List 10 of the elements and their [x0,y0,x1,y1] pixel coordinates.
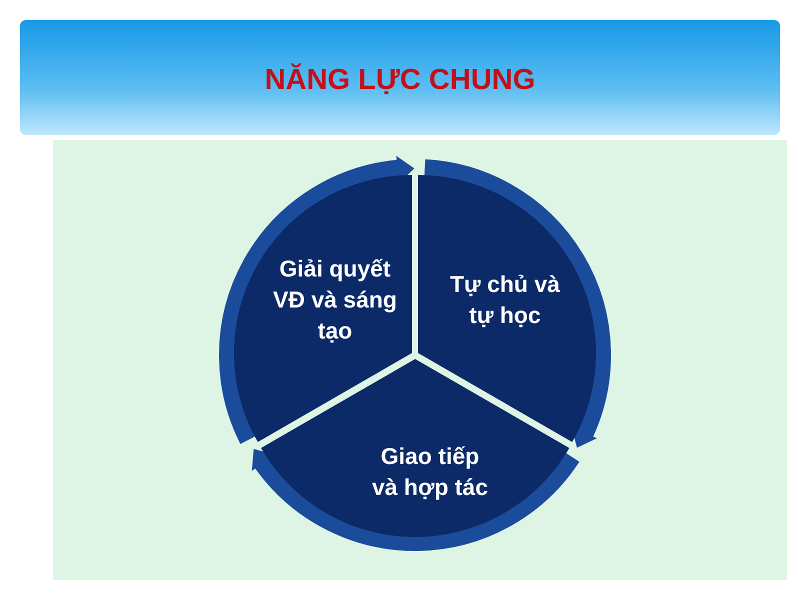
title: NĂNG LỰC CHUNG [264,64,536,97]
curved-arrow [219,156,414,444]
pie-segment [260,359,570,537]
pie-segment [234,175,412,442]
segment-label: Giải quyết VĐ và sáng tạo [272,254,398,346]
curved-arrow [252,450,580,551]
segment-label: Tự chủ và tự học [449,270,561,330]
pie-segment [418,175,596,442]
curved-arrow [424,159,611,448]
segment-label: Giao tiếp và hợp tác [370,442,490,502]
